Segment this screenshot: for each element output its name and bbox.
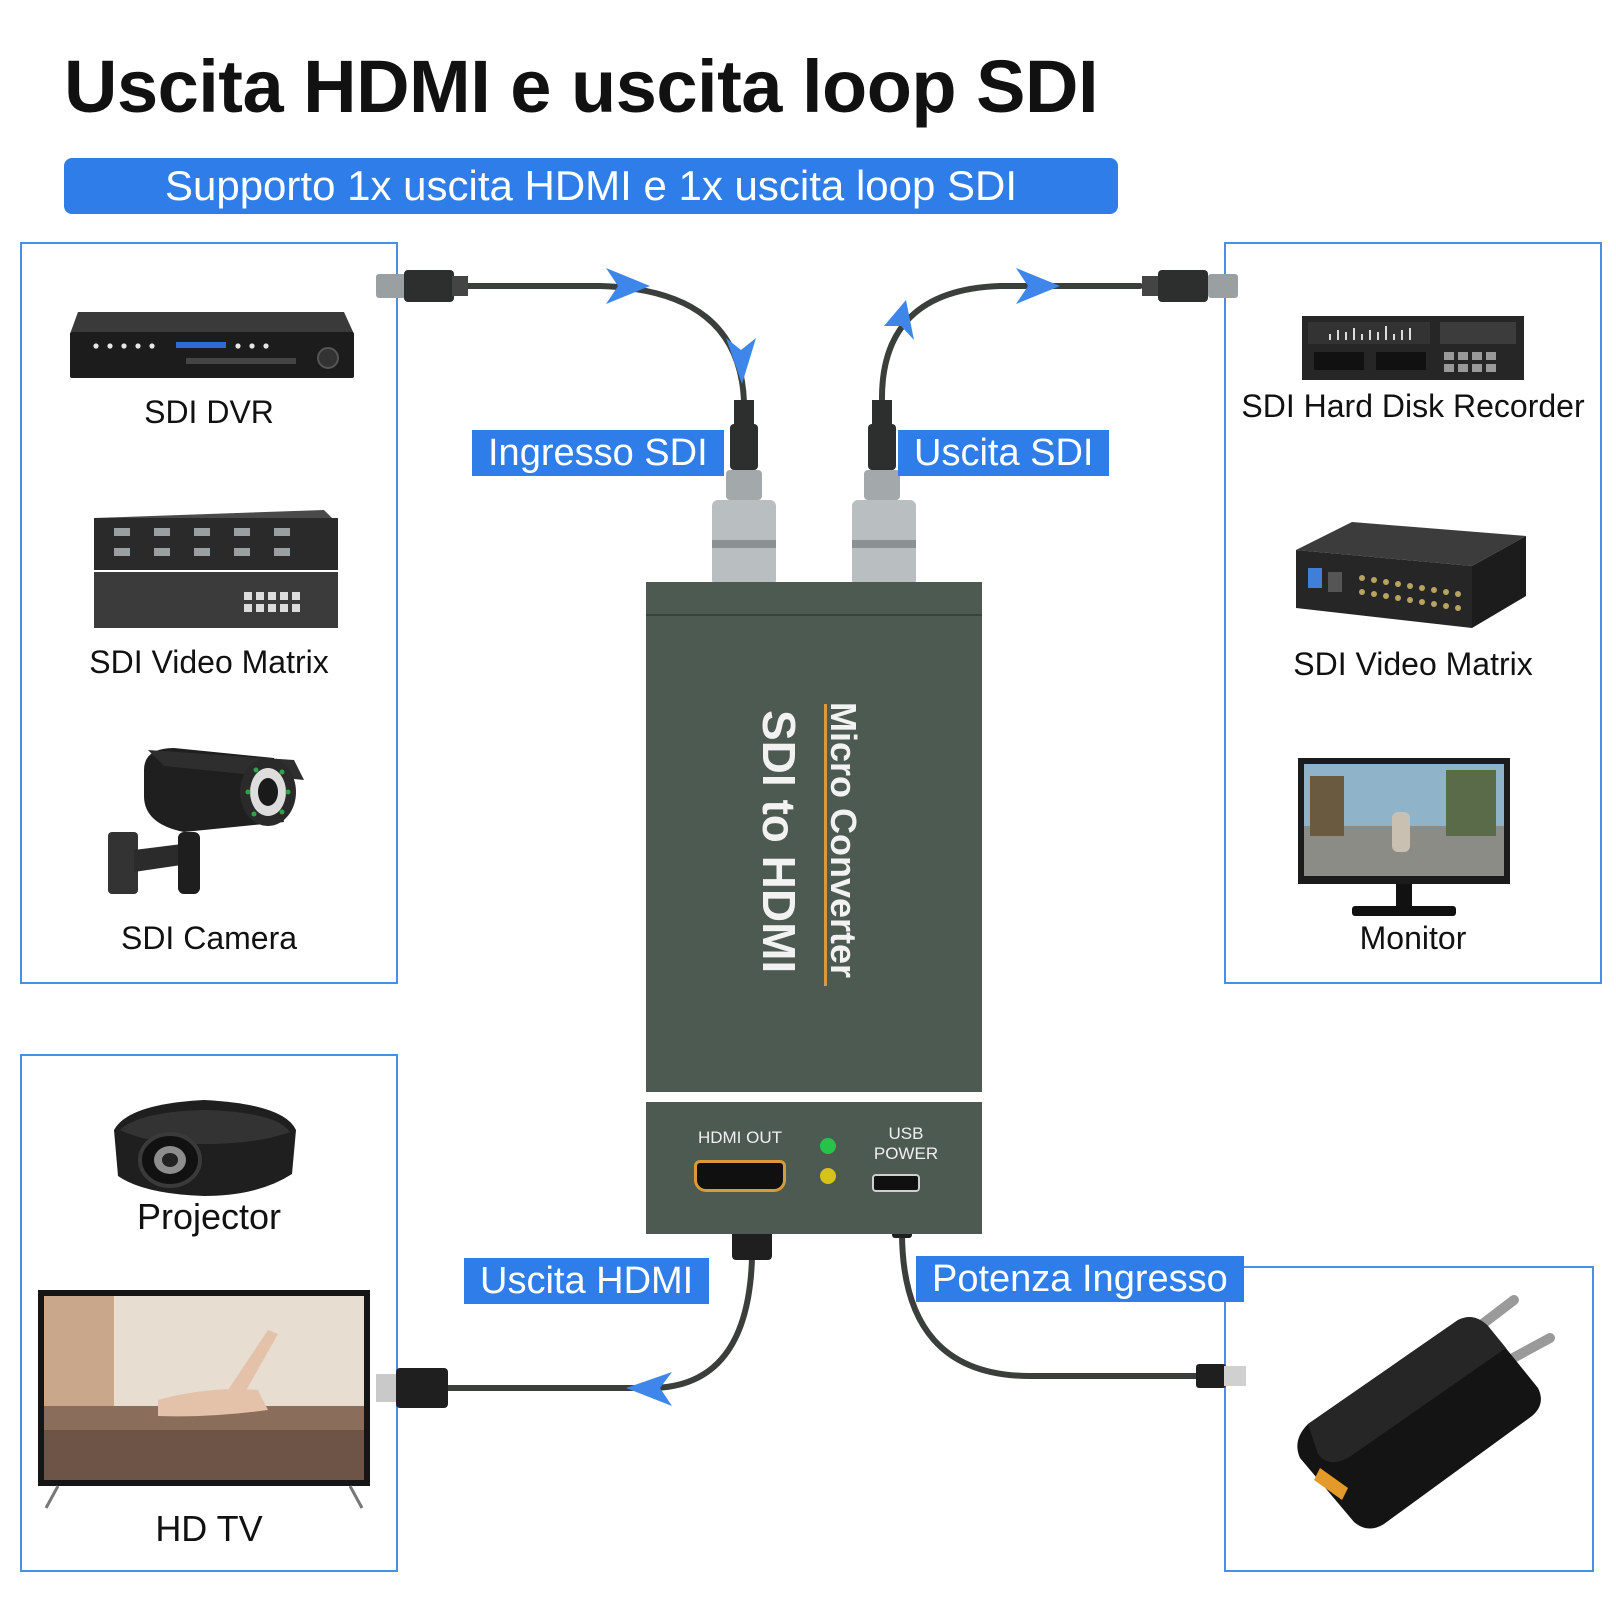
hdmi-output-cable	[443, 1255, 755, 1391]
dvr-icon	[70, 312, 354, 378]
hdmi-device-label-1: Projector	[136, 1196, 282, 1237]
sdi-output-tag: Uscita SDI	[898, 430, 1110, 476]
hdmi-out-port-label: HDMI OUT	[697, 1128, 783, 1147]
power-input-tag: Potenza Ingresso	[916, 1256, 1244, 1302]
left-device-label-2: SDI Video Matrix	[89, 644, 329, 680]
sdi-output-cable	[878, 283, 1143, 405]
sdi-input-tag: Ingresso SDI	[472, 430, 724, 476]
converter-body: Micro Converter SDI to HDMI	[646, 582, 982, 1092]
left-device-label-1: SDI DVR	[144, 394, 274, 430]
hard-disk-recorder-icon	[1302, 316, 1524, 380]
bnc-jack-output	[852, 500, 916, 586]
hdmi-port	[694, 1160, 786, 1192]
right-device-label-1: SDI Hard Disk Recorder	[1241, 388, 1585, 424]
bnc-jack-input	[712, 500, 776, 586]
converter-front-panel: HDMI OUT USB POWER	[646, 1102, 982, 1234]
tv-icon	[38, 1290, 370, 1509]
bnc-plug-left	[376, 270, 468, 302]
flow-arrows	[606, 268, 1060, 1406]
converter-edge	[646, 614, 982, 616]
bnc-plug-input-top	[726, 400, 762, 500]
usb-power-adapter-icon	[1297, 1295, 1555, 1529]
projector-icon	[114, 1100, 296, 1196]
converter-model-line2: SDI to HDMI	[753, 710, 805, 974]
video-matrix-icon	[94, 510, 338, 628]
hdmi-output-tag: Uscita HDMI	[464, 1258, 710, 1304]
usb-power-port-label-1: USB	[888, 1124, 924, 1143]
arrow-sdi-out-horizontal	[1016, 268, 1060, 304]
bnc-plug-output-top	[864, 400, 900, 500]
arrow-sdi-in-down	[726, 338, 756, 384]
converter-model-line1: Micro Converter	[823, 702, 864, 979]
video-matrix-icon	[1296, 522, 1526, 628]
subtitle-banner: Supporto 1x uscita HDMI e 1x uscita loop…	[64, 158, 1118, 214]
usb-power-cable	[899, 1229, 1199, 1379]
hdmi-device-label-2: HD TV	[155, 1508, 263, 1549]
micro-usb-port	[872, 1174, 920, 1192]
arrow-hdmi-left	[626, 1372, 672, 1406]
monitor-icon	[1298, 758, 1510, 916]
sdi-input-cable	[465, 283, 747, 405]
right-device-label-2: SDI Video Matrix	[1293, 646, 1533, 682]
page-title: Uscita HDMI e uscita loop SDI	[64, 45, 1099, 128]
security-camera-icon	[108, 748, 304, 894]
usb-power-port-label-2: POWER	[873, 1144, 939, 1163]
status-led-yellow	[820, 1168, 836, 1184]
right-device-label-3: Monitor	[1359, 920, 1467, 956]
arrow-sdi-out-up	[884, 300, 914, 340]
status-led-green	[820, 1138, 836, 1154]
left-device-label-3: SDI Camera	[120, 920, 298, 956]
hdmi-plug-tv-side	[376, 1368, 448, 1408]
arrow-sdi-in-horizontal	[606, 268, 650, 304]
usb-a-plug	[1196, 1364, 1246, 1388]
bnc-plug-right	[1142, 270, 1238, 302]
converter-accent-stripe	[824, 704, 827, 986]
